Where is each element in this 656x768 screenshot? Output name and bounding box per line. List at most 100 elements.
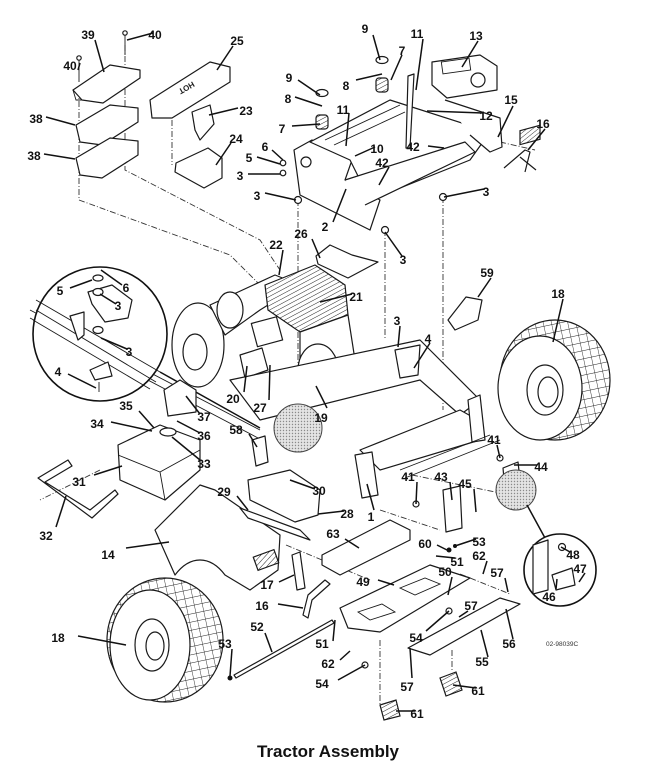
- leader-line-63: [344, 538, 360, 549]
- callout-label-3: 3: [483, 185, 490, 199]
- leader-line-48: [560, 546, 571, 553]
- leader-line-12: [426, 110, 484, 114]
- leader-line-53: [229, 648, 233, 677]
- callout-label-31: 31: [72, 475, 86, 489]
- callout-label-55: 55: [475, 655, 489, 669]
- callout-label-5: 5: [57, 284, 64, 298]
- callout-label-51: 51: [315, 637, 329, 651]
- callout-label-39: 39: [81, 28, 95, 42]
- leader-line-35: [138, 410, 155, 429]
- leader-line-13: [461, 40, 479, 68]
- callout-label-61: 61: [410, 707, 424, 721]
- callout-label-32: 32: [39, 529, 53, 543]
- leader-line-60: [436, 544, 448, 551]
- bracket-37: [163, 379, 197, 417]
- leader-line-30: [289, 479, 316, 490]
- lever-11: [405, 73, 415, 149]
- callout-label-40: 40: [63, 59, 77, 73]
- floor-pan-55: [407, 597, 521, 656]
- support-28: [239, 469, 321, 541]
- leader-line-21: [319, 293, 353, 303]
- leader-line-43: [449, 481, 453, 501]
- callout-label-60: 60: [418, 537, 432, 551]
- callout-label-52: 52: [250, 620, 264, 634]
- leader-line-53: [454, 538, 477, 547]
- callout-label-8: 8: [343, 79, 350, 93]
- callout-label-3: 3: [394, 314, 401, 328]
- callout-label-47: 47: [573, 562, 587, 576]
- engine-21: [171, 264, 356, 397]
- callout-label-12: 12: [479, 109, 493, 123]
- handle-16-lower: [302, 579, 331, 619]
- leader-line-39: [94, 39, 105, 73]
- leader-line-45: [473, 488, 477, 513]
- callout-label-24: 24: [229, 132, 243, 146]
- callout-label-5: 5: [246, 151, 253, 165]
- bracket-17: [291, 551, 306, 591]
- callout-label-9: 9: [286, 71, 293, 85]
- leader-line-50: [447, 576, 453, 596]
- callout-label-58: 58: [229, 423, 243, 437]
- drawing-code: 02-98039C: [546, 641, 578, 648]
- callout-label-53: 53: [472, 535, 486, 549]
- detail-inset-left: [32, 266, 261, 429]
- callout-label-22: 22: [269, 238, 283, 252]
- bracket-23: [191, 104, 215, 141]
- callout-label-10: 10: [370, 142, 384, 156]
- callout-label-44: 44: [534, 460, 548, 474]
- callout-label-53: 53: [218, 637, 232, 651]
- callout-label-4: 4: [425, 332, 432, 346]
- callout-label-4: 4: [55, 365, 62, 379]
- callout-label-9: 9: [362, 22, 369, 36]
- leader-line-3: [99, 293, 117, 305]
- callout-label-3: 3: [254, 189, 261, 203]
- callout-label-63: 63: [326, 527, 340, 541]
- callout-label-14: 14: [101, 548, 115, 562]
- leader-line-28: [317, 510, 345, 515]
- fender-14: [154, 484, 281, 591]
- callout-label-26: 26: [294, 227, 308, 241]
- callout-label-18: 18: [551, 287, 565, 301]
- callout-label-23: 23: [239, 104, 253, 118]
- heat-shield-38-upper: [75, 104, 139, 146]
- cover-26: [315, 244, 379, 279]
- leader-line-18: [552, 298, 564, 343]
- callout-label-11: 11: [337, 103, 350, 117]
- callout-label-49: 49: [356, 575, 370, 589]
- callout-label-7: 7: [279, 122, 286, 136]
- leader-line-37: [185, 395, 201, 415]
- bracket-58: [251, 435, 269, 467]
- leader-line-57: [458, 610, 469, 618]
- leader-line-22: [278, 249, 284, 276]
- leader-line-11: [345, 112, 350, 147]
- pedal-61-upper: [439, 671, 463, 697]
- callout-label-42: 42: [375, 156, 389, 170]
- bracket-43: [442, 485, 463, 533]
- callout-label-62: 62: [472, 549, 486, 563]
- leader-line-29: [236, 495, 249, 511]
- callout-label-2: 2: [322, 220, 329, 234]
- strap-32: [37, 459, 119, 519]
- rear-tire-18-left: [106, 577, 224, 703]
- nuts-3-upper: [279, 159, 448, 235]
- callout-label-40: 40: [148, 28, 162, 42]
- rear-tire-18-right: [497, 319, 611, 441]
- callout-label-16: 16: [255, 599, 269, 613]
- callout-label-57: 57: [400, 680, 414, 694]
- callout-label-1: 1: [368, 510, 375, 524]
- callout-label-37: 37: [197, 410, 211, 424]
- leader-line-2: [332, 188, 347, 223]
- callout-label-56: 56: [502, 637, 516, 651]
- callout-label-6: 6: [123, 281, 130, 295]
- leader-line-59: [477, 277, 492, 298]
- handle-16: [503, 149, 537, 173]
- leader-line-49: [377, 579, 395, 586]
- leader-line-38: [45, 116, 76, 126]
- leader-line-38: [43, 153, 76, 160]
- heat-shield-39: [72, 64, 141, 104]
- callout-label-57: 57: [490, 566, 504, 580]
- leader-line-4: [67, 373, 97, 389]
- callout-label-3: 3: [400, 253, 407, 267]
- detail-marker-44: [495, 469, 537, 511]
